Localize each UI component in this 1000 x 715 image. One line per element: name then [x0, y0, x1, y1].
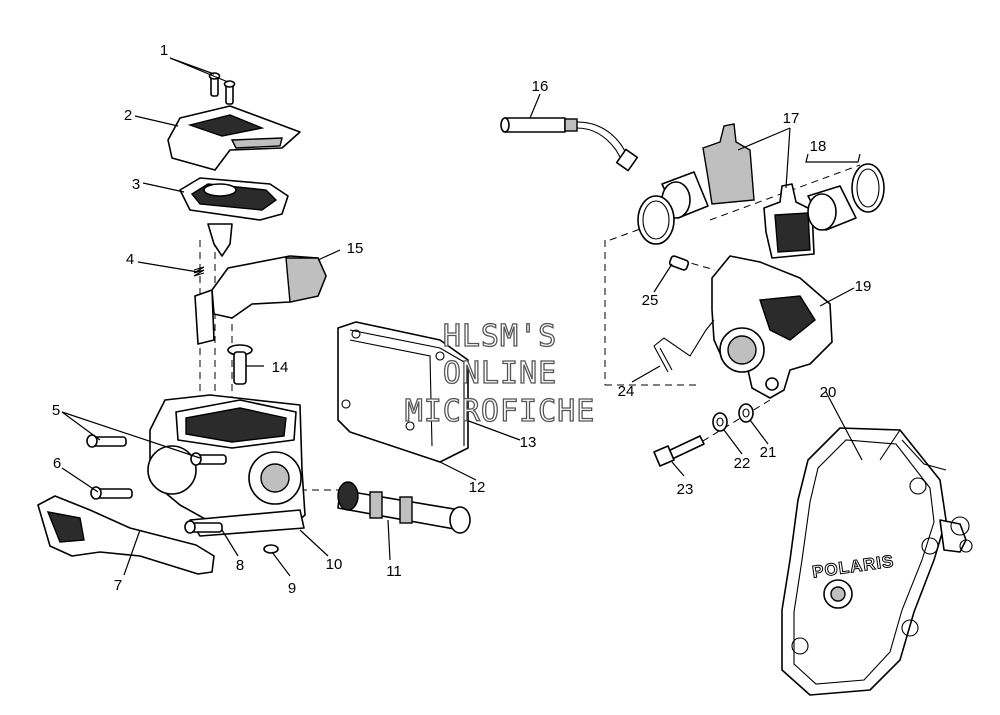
part-21-washer [738, 403, 754, 423]
part-22-washer [712, 412, 728, 432]
part-1-screws [208, 72, 236, 105]
callout-3: 3 [132, 176, 140, 193]
watermark: HLSM'S ONLINE MICROFICHE [404, 318, 596, 429]
part-20-gearcase-cover: POLARIS [781, 427, 973, 696]
part-14-pin [227, 344, 253, 385]
part-24-clip [653, 319, 715, 373]
callout-18: 18 [810, 138, 827, 155]
part-8-screw [184, 520, 223, 534]
watermark-line-2: ONLINE [443, 356, 557, 391]
part-6-screw [90, 486, 133, 500]
callout-10: 10 [326, 556, 343, 573]
callout-23: 23 [677, 481, 694, 498]
part-15-lever-arm [194, 255, 327, 345]
part-4-spring [193, 266, 205, 277]
part-17-brake-pads [702, 123, 815, 259]
callout-1: 1 [160, 42, 168, 59]
callout-6: 6 [53, 455, 61, 472]
callout-11: 11 [386, 563, 402, 580]
callout-5: 5 [52, 402, 60, 419]
part-9-ring [263, 544, 279, 554]
callout-4: 4 [126, 251, 134, 268]
callout-24: 24 [618, 383, 635, 400]
callout-20: 20 [820, 384, 837, 401]
part-7-brake-lever [37, 495, 215, 575]
part-13-gasket [349, 329, 465, 446]
callout-9: 9 [288, 580, 296, 597]
part-16-brake-hose [500, 117, 639, 172]
callout-14: 14 [272, 359, 289, 376]
part-11-piston [337, 481, 471, 534]
callout-17: 17 [783, 110, 800, 127]
callout-15: 15 [347, 240, 364, 257]
part-3-diaphragm [179, 177, 289, 221]
part-19-caliper [711, 255, 833, 399]
watermark-line-3: MICROFICHE [405, 394, 596, 429]
callout-25: 25 [642, 292, 659, 309]
watermark-line-1: HLSM'S [443, 319, 557, 354]
callout-12: 12 [469, 479, 486, 496]
leader-lines [61, 57, 863, 577]
callout-2: 2 [124, 107, 132, 124]
part-5-screws [86, 434, 227, 466]
part-2-cover [167, 105, 301, 171]
master-cylinder-body [147, 394, 306, 537]
part-18-piston-seal [807, 163, 885, 231]
callout-8: 8 [236, 557, 244, 574]
plunger [207, 223, 233, 257]
callouts: 1 2 3 4 5 6 7 8 9 10 11 12 13 14 15 16 1… [52, 42, 872, 597]
callout-21: 21 [760, 444, 777, 461]
part-23-bolt [653, 435, 705, 467]
callout-13: 13 [520, 434, 537, 451]
caliper-piston-left [637, 171, 709, 245]
part-12-housing [337, 321, 469, 463]
callout-7: 7 [114, 577, 122, 594]
callout-22: 22 [734, 455, 751, 472]
callout-19: 19 [855, 278, 872, 295]
callout-16: 16 [532, 78, 549, 95]
part-25-bleeder [668, 255, 690, 271]
